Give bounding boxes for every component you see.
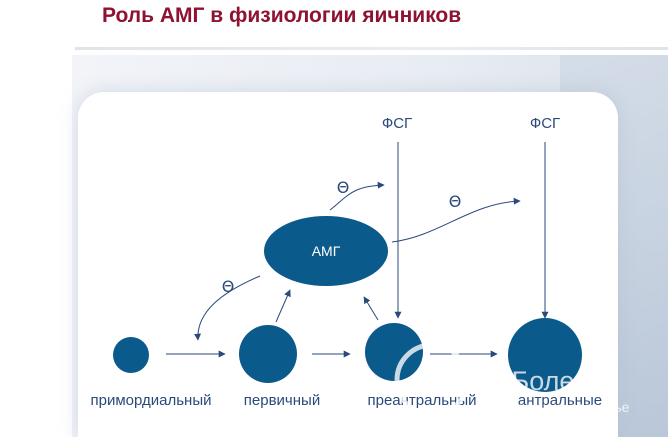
watermark-name: НеБолеем — [477, 366, 608, 396]
inhibition-symbol-top: Θ — [337, 178, 350, 197]
inhibition-arrow-top — [329, 181, 385, 211]
primary-to-amg-arrow — [275, 289, 291, 323]
primary-follicle — [239, 325, 297, 383]
preantral-follicle — [365, 323, 423, 381]
fsg-label-left: ФСГ — [382, 115, 412, 132]
amg-node — [264, 216, 388, 286]
primordial-label: примордиальный — [91, 392, 212, 409]
slide-title: Роль АМГ в физиологии яичников — [102, 4, 462, 27]
inhibition-symbol-right: Θ — [449, 192, 462, 211]
preantral-to-amg-arrow — [363, 296, 379, 321]
inhibition-symbol-left: Θ — [222, 277, 235, 296]
antral-label: антральные — [518, 392, 602, 409]
watermark-logo-icon — [394, 342, 470, 418]
amg-node-label: АМГ — [312, 243, 341, 259]
antral-follicle — [508, 318, 582, 392]
primary-label: первичный — [244, 392, 320, 409]
primordial-follicle — [113, 337, 149, 373]
inhibition-arrow-left — [194, 275, 261, 341]
watermark: НеБолеем Медицина и здоровье — [394, 342, 630, 418]
watermark-tagline: Медицина и здоровье — [487, 399, 630, 415]
preantral-label: преантральный — [368, 392, 477, 409]
inhibition-arrow-right — [391, 197, 521, 243]
title-divider — [75, 47, 668, 50]
fsg-label-right: ФСГ — [530, 115, 560, 132]
